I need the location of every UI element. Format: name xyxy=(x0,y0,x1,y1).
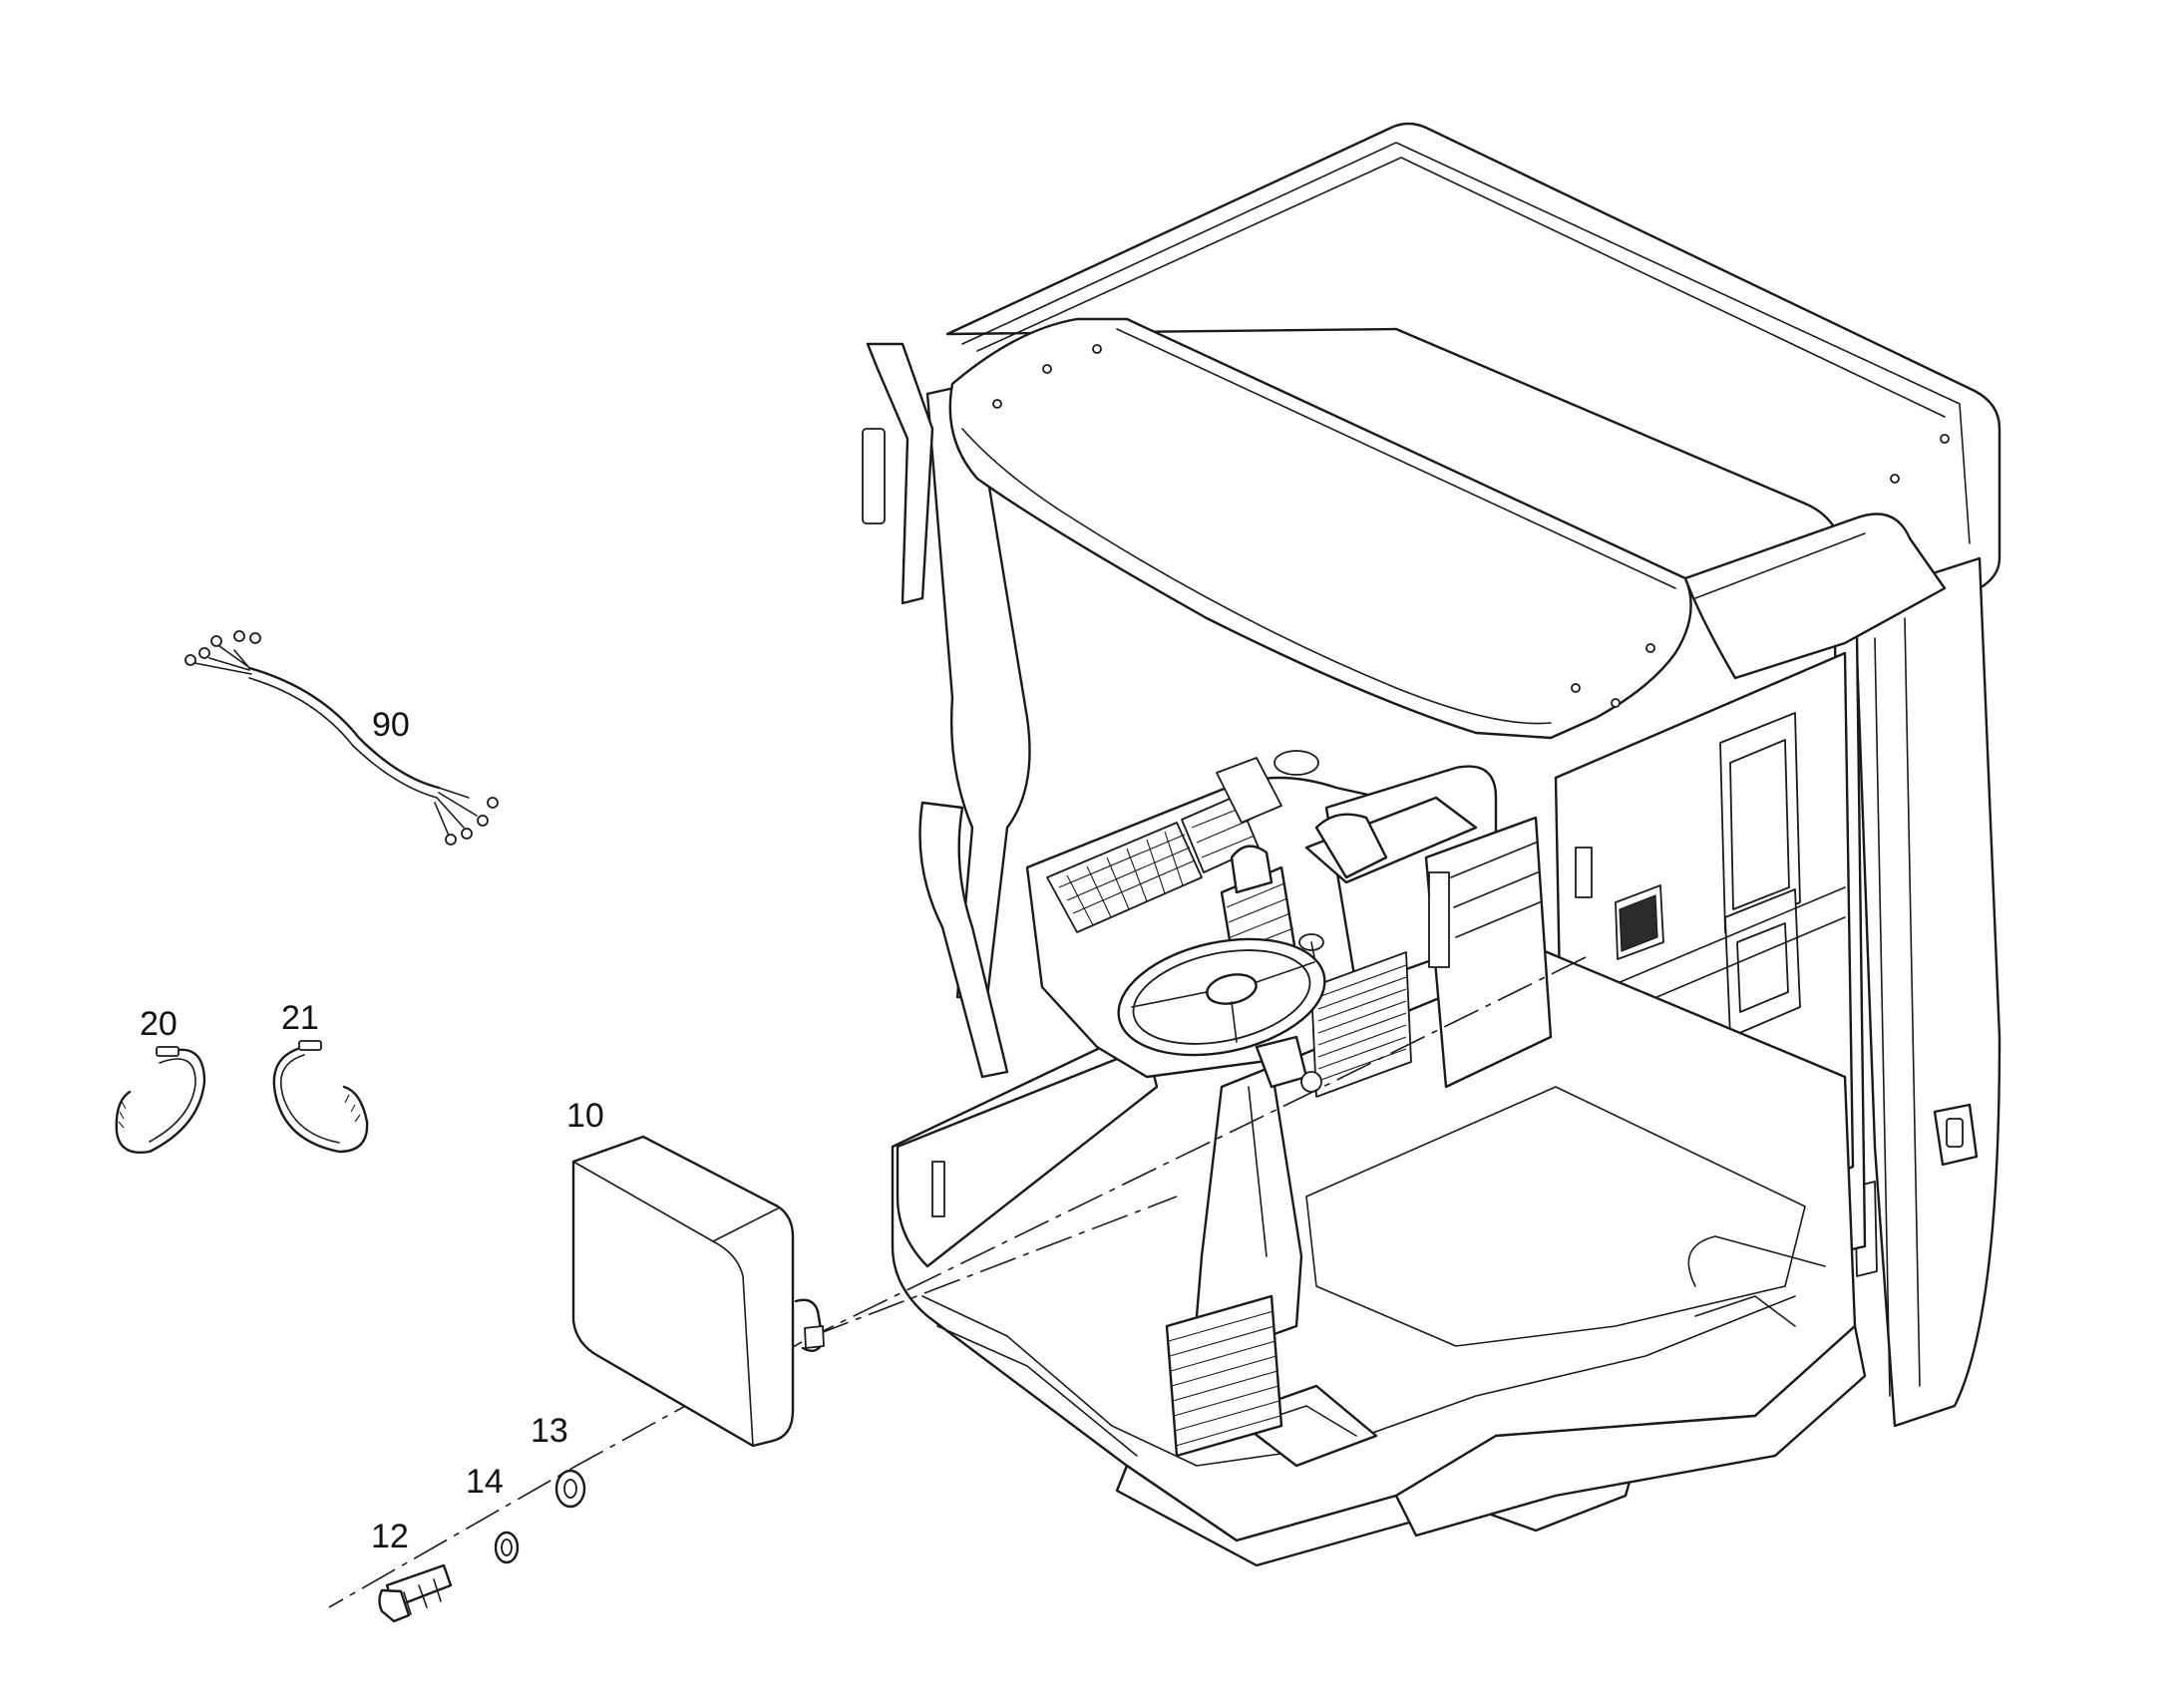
roof-panel xyxy=(948,317,1692,740)
front-kick-panel xyxy=(896,1045,1159,1268)
assembly-leader-line xyxy=(812,956,1587,1337)
front-left-post xyxy=(918,801,1009,1079)
roof-bolts xyxy=(992,344,1950,708)
seat-base xyxy=(1424,816,1553,1089)
display-screen xyxy=(1216,757,1282,824)
keypad-left-grid xyxy=(1058,831,1196,926)
callout-10: 10 xyxy=(566,1097,604,1135)
steering-column xyxy=(1165,1065,1303,1458)
armrest xyxy=(1314,813,1388,879)
mirror-arm xyxy=(866,342,934,605)
part-20-cable-clamp xyxy=(115,1046,206,1154)
column-bellows xyxy=(1165,1294,1283,1458)
seat-vent xyxy=(1310,951,1412,1098)
part-12-bolt xyxy=(378,1563,453,1623)
part-21-cable-clamp xyxy=(272,1040,369,1154)
callout-12: 12 xyxy=(371,1518,409,1555)
callout-21: 21 xyxy=(281,999,319,1037)
vent-slats xyxy=(1317,964,1407,1082)
right-rear-pillar xyxy=(1853,556,2001,1428)
callout-13: 13 xyxy=(531,1412,568,1450)
steering-wheel xyxy=(1117,937,1326,1093)
part-10-control-module xyxy=(571,1135,825,1448)
roof-right-cover xyxy=(1683,512,1947,680)
keypad-left xyxy=(1046,822,1203,933)
part-90-wiring-harness xyxy=(184,630,499,846)
callout-14: 14 xyxy=(466,1463,504,1501)
part-13-flat-washer xyxy=(554,1469,586,1509)
operator-cab xyxy=(862,122,2001,1567)
callout-20: 20 xyxy=(140,1005,178,1043)
part10-mount-leader xyxy=(812,1196,1178,1337)
callout-90: 90 xyxy=(372,706,410,744)
cab-bottom-frame xyxy=(1394,1324,1867,1537)
part-14-spring-washer xyxy=(494,1531,520,1564)
